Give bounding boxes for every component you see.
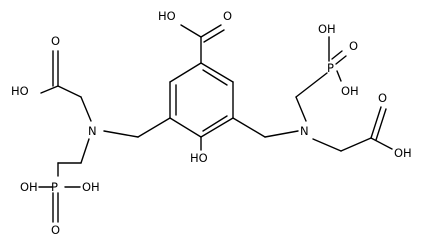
left-methylene-bridge: [103, 117, 171, 138]
right-n-label: N: [300, 124, 309, 138]
right-p-label: P: [327, 61, 334, 75]
left-carboxymethyl-arm: [40, 50, 92, 122]
top-carboxyl-group: [180, 24, 225, 64]
right-p-o-label: O: [349, 39, 358, 53]
left-carboxyl-oh-label: HO: [11, 84, 29, 98]
left-p-oh-left-label: OH: [20, 180, 38, 194]
left-carboxyl-o-label: O: [51, 34, 60, 48]
left-p-o-label: O: [51, 223, 60, 236]
top-carboxyl-oh-label: HO: [158, 9, 176, 23]
left-p-label: P: [51, 180, 58, 194]
right-carboxyl-oh-label: OH: [394, 146, 412, 160]
left-p-oh-right-label: OH: [82, 180, 100, 194]
top-carboxyl-o-label: O: [223, 9, 232, 23]
right-carboxyl-o-label: O: [378, 91, 387, 105]
phenol-oh-label: HO: [190, 151, 208, 165]
left-phosphonomethyl-arm: [38, 138, 90, 223]
right-p-oh-top-label: OH: [318, 22, 336, 36]
right-carboxymethyl-arm: [312, 106, 393, 152]
left-n-label: N: [88, 124, 97, 138]
benzene-ring: [169, 62, 234, 138]
right-p-oh-right-label: OH: [341, 84, 359, 98]
right-methylene-bridge: [232, 117, 299, 138]
right-phosphonomethyl-arm: [295, 36, 347, 122]
